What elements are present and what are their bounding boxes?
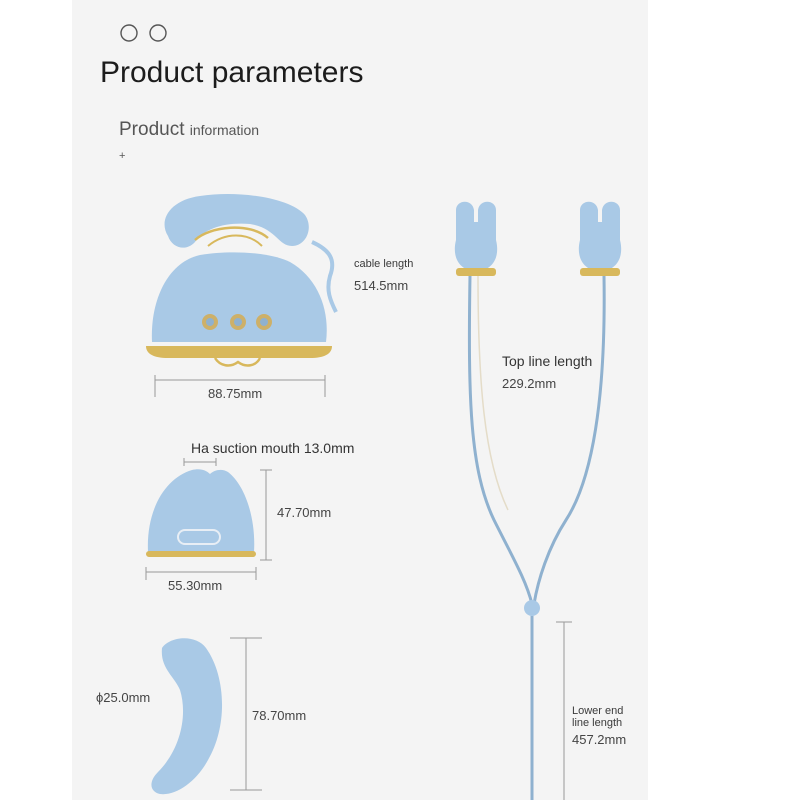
subtitle-main: Product (119, 119, 185, 140)
main-unit-illustration (146, 194, 338, 397)
length-bottom-value: 78.70mm (252, 708, 307, 723)
diameter-value: ϕ25.0mm (96, 690, 151, 705)
cable-length-label: cable length (354, 258, 414, 270)
lower-line-value: 457.2mm (572, 732, 627, 747)
lower-line-label-1: Lower end (572, 705, 624, 717)
cable-length-value: 514.5mm (354, 278, 409, 293)
section-subtitle: Product information (119, 119, 259, 141)
subtitle-small: information (189, 122, 260, 138)
width-top-value: 88.75mm (208, 386, 263, 401)
clamps-illustration (454, 201, 622, 800)
circle-icon (120, 24, 138, 42)
suction-head-illustration (145, 458, 272, 580)
plus-mark: + (119, 150, 126, 162)
suction-mouth-label: Ha suction mouth 13.0mm (191, 440, 355, 456)
circle-icon (149, 24, 167, 42)
page-title: Product parameters (100, 56, 364, 89)
width-mid-value: 55.30mm (168, 578, 223, 593)
top-line-value: 229.2mm (502, 376, 557, 391)
top-line-label: Top line length (502, 353, 593, 369)
curved-egg-illustration (151, 637, 262, 795)
lower-line-label-2: line length (572, 717, 623, 729)
height-mid-value: 47.70mm (277, 505, 332, 520)
